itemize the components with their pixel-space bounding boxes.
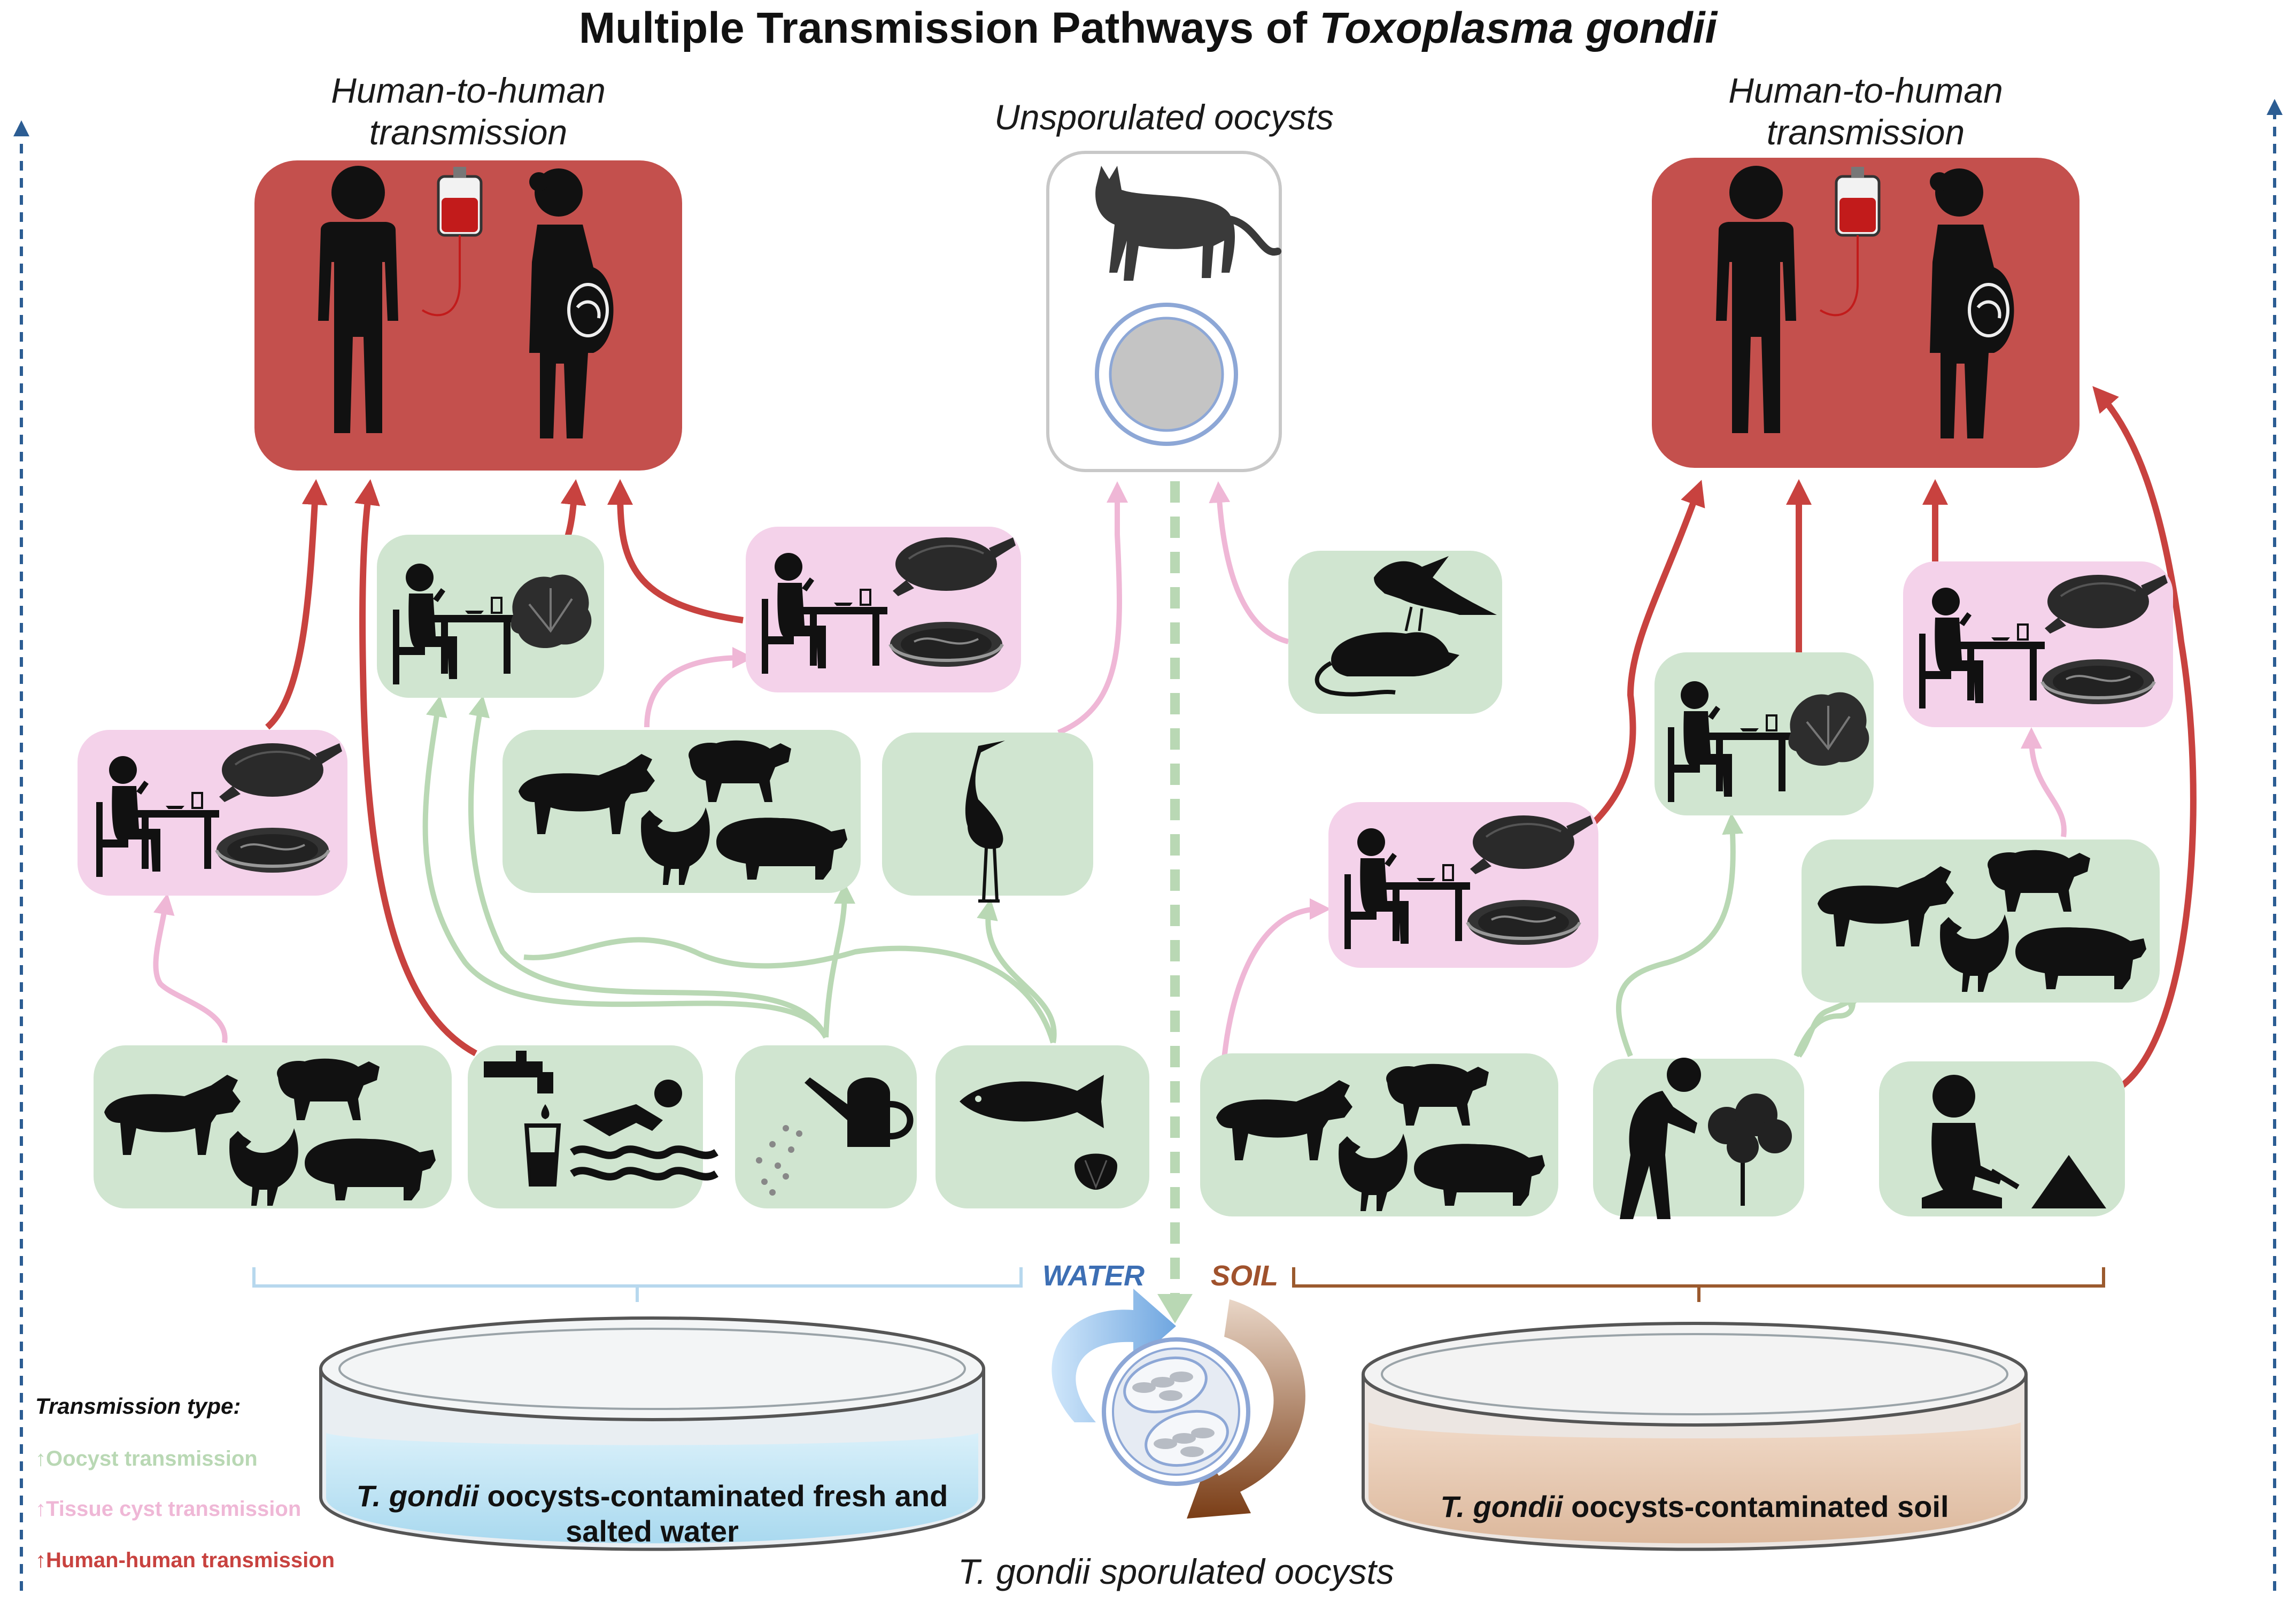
figure-title: Multiple Transmission Pathways of Toxopl…: [578, 4, 1718, 52]
soil-bracket: [1292, 1267, 2105, 1302]
soil-dish: [1362, 1322, 2028, 1551]
center-arrowhead: [1157, 1294, 1193, 1323]
cycle-arrow-icon: [1052, 1289, 1305, 1519]
legend-oocyst: ↑Oocyst transmission: [35, 1447, 258, 1470]
consumption-box-right-high: [1903, 561, 2173, 727]
legend-tissue-cyst: ↑Tissue cyst transmission: [35, 1497, 302, 1521]
human-transmission-arrows: [265, 386, 2197, 1088]
soil-dish-label: T. gondii oocysts-contaminated soil: [1440, 1490, 1949, 1523]
gardening-box: [1593, 1058, 1804, 1219]
legend-human-human: ↑Human-human transmission: [35, 1549, 335, 1572]
intermediate-host-box: [1288, 551, 1502, 714]
tissue-cyst-arrows: [153, 481, 2067, 1059]
unsporulated-box: [1046, 151, 1282, 472]
water-bracket: [252, 1267, 1023, 1302]
caption-human-right: Human-to-human transmission: [1728, 71, 2003, 152]
vegetable-box-right: [1655, 652, 1874, 815]
caption-sporulated: T. gondii sporulated oocysts: [958, 1552, 1394, 1591]
livestock-box-right: [1802, 839, 2160, 1003]
heron-box: [882, 733, 1093, 901]
caption-unsporulated: Unsporulated oocysts: [994, 97, 1334, 137]
sporulated-oocyst-icon: [1102, 1337, 1250, 1486]
seafood-box: [936, 1045, 1149, 1208]
vegetable-box-left: [377, 535, 604, 698]
water-source-box: [468, 1045, 716, 1208]
consumption-box-mid: [746, 527, 1021, 692]
human-box-left: [254, 160, 682, 471]
water-dish-label: T. gondii oocysts-contaminated fresh and…: [356, 1479, 948, 1548]
water-dish: [319, 1316, 985, 1551]
consumption-box-left: [78, 730, 347, 896]
soil-play-box: [1879, 1061, 2125, 1216]
irrigation-box: [735, 1045, 917, 1208]
consumption-box-right-low: [1328, 802, 1598, 968]
livestock-box-bottom-left: [94, 1045, 452, 1208]
water-tag: WATER: [1042, 1260, 1145, 1292]
caption-human-left: Human-to-human transmission: [331, 71, 606, 152]
soil-tag: SOIL: [1211, 1260, 1279, 1292]
livestock-box-mid: [503, 730, 861, 893]
oocyst-arrows: [422, 695, 1865, 1058]
human-box-right: [1652, 158, 2079, 468]
livestock-box-bottom-right: [1200, 1053, 1558, 1216]
legend-heading: Transmission type:: [35, 1393, 241, 1419]
